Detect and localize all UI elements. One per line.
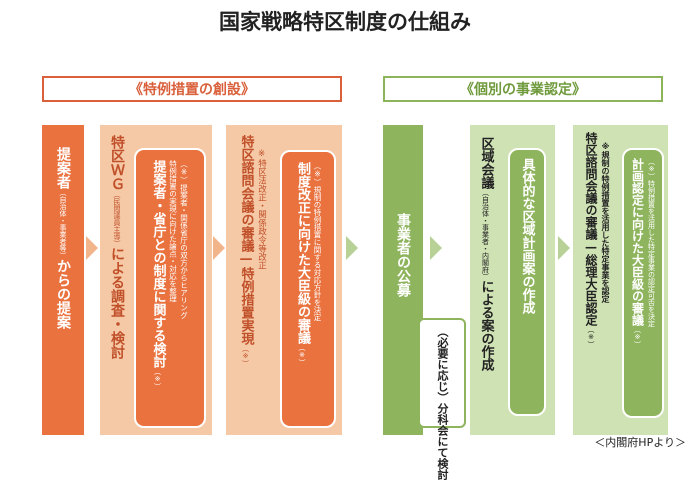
wg-text: 特区ＷＧ（民間議員主導）による調査・検討 xyxy=(104,135,130,425)
council-inner-box: 制度改正に向けた大臣級の審議（※） （※）規制の特例措置に関する対応方針を決定 xyxy=(280,150,336,428)
approval-inner-main: 計画認定に向けた大臣級の審議 xyxy=(630,158,645,326)
council-text: 特区諮問会議の審議—特例措置実現（※） ※特区法改正・関係政令等改正 xyxy=(238,135,267,367)
wg-inner-sub2: 特例措置の実現に向けた論点・対応を整理 xyxy=(168,160,178,303)
area-council-inner-box: 具体的な区域計画案の作成 xyxy=(508,148,546,416)
banner-project-approval: 《個別の事業認定》 xyxy=(383,76,663,102)
area-council-note: （自治体・事業者・内閣府） xyxy=(481,189,490,280)
flow-arrow xyxy=(558,236,570,260)
approval-footnote: ※規制の特例措置を活用した特定事業を認定 xyxy=(601,142,610,303)
source-credit: ＜内閣府HPより＞ xyxy=(594,436,686,449)
council-result-note: （※） xyxy=(241,345,250,367)
flow-arrow xyxy=(346,236,358,260)
council-footnote: ※特区法改正・関係政令等改正 xyxy=(256,149,267,270)
banner-special-measures: 《特例措置の創設》 xyxy=(42,76,342,102)
area-council-tail: による案の作成 xyxy=(478,280,494,371)
page-title: 国家戦略特区制度の仕組み xyxy=(219,10,471,34)
proposer-note: （自治体・事業者等） xyxy=(59,189,67,259)
area-council-text: 区域会議（自治体・事業者・内閣府）による案の作成 xyxy=(472,137,500,425)
flow-arrow xyxy=(213,236,225,260)
public-call-column: 事業者の公募 xyxy=(383,125,423,435)
approval-result-note: （※） xyxy=(587,326,595,348)
approval-text: 特区諮問会議の審議—総理大臣認定（※） ※規制の特例措置を活用した特定事業を認定 xyxy=(584,132,610,348)
council-label: 特区諮問会議の審議 xyxy=(238,135,254,252)
council-inner-note: （※） xyxy=(298,344,306,366)
proposer-label: 提案者 xyxy=(55,147,71,189)
approval-result: 総理大臣認定 xyxy=(584,254,598,326)
approval-inner-sub: （※）特例措置を活用した特定事業の認定可否を決定 xyxy=(647,158,656,327)
wg-inner-box: 提案者・省庁との制度に関する検討（※） （※）提案者・関係省庁の双方からヒアリン… xyxy=(134,148,206,428)
subcommittee-label: （必要に応じ）分科会にて検討 xyxy=(436,326,449,480)
council-inner-sub: （※）規制の特例措置に関する対応方針を決定 xyxy=(313,162,322,321)
area-council-inner-main: 具体的な区域計画案の作成 xyxy=(519,158,535,314)
wg-inner-main: 提案者・省庁との制度に関する検討 xyxy=(150,160,166,368)
proposer-tail: からの提案 xyxy=(55,259,71,329)
flow-arrow xyxy=(86,236,98,260)
flow-arrow xyxy=(430,236,442,260)
area-council-label: 区域会議 xyxy=(478,137,494,189)
council-result: 特例措置実現 xyxy=(238,267,254,345)
proposer-column: 提案者（自治体・事業者等）からの提案 xyxy=(42,125,84,435)
wg-inner-sub1: （※）提案者・関係省庁の双方からヒアリング xyxy=(179,160,189,319)
wg-tail: による調査・検討 xyxy=(109,247,125,359)
wg-inner-note: （※） xyxy=(153,368,162,390)
subcommittee-box: （必要に応じ）分科会にて検討 xyxy=(418,318,466,480)
wg-note: （民間議員主導） xyxy=(113,191,121,247)
approval-inner-box: 計画認定に向けた大臣級の審議（※） （※）特例措置を活用した特定事業の認定可否を… xyxy=(622,148,664,418)
approval-label: 特区諮問会議の審議 xyxy=(584,132,598,240)
public-call-label: 事業者の公募 xyxy=(395,213,411,297)
approval-inner-note: （※） xyxy=(633,326,642,348)
wg-label: 特区ＷＧ xyxy=(109,135,125,191)
council-inner-main: 制度改正に向けた大臣級の審議 xyxy=(295,162,310,344)
